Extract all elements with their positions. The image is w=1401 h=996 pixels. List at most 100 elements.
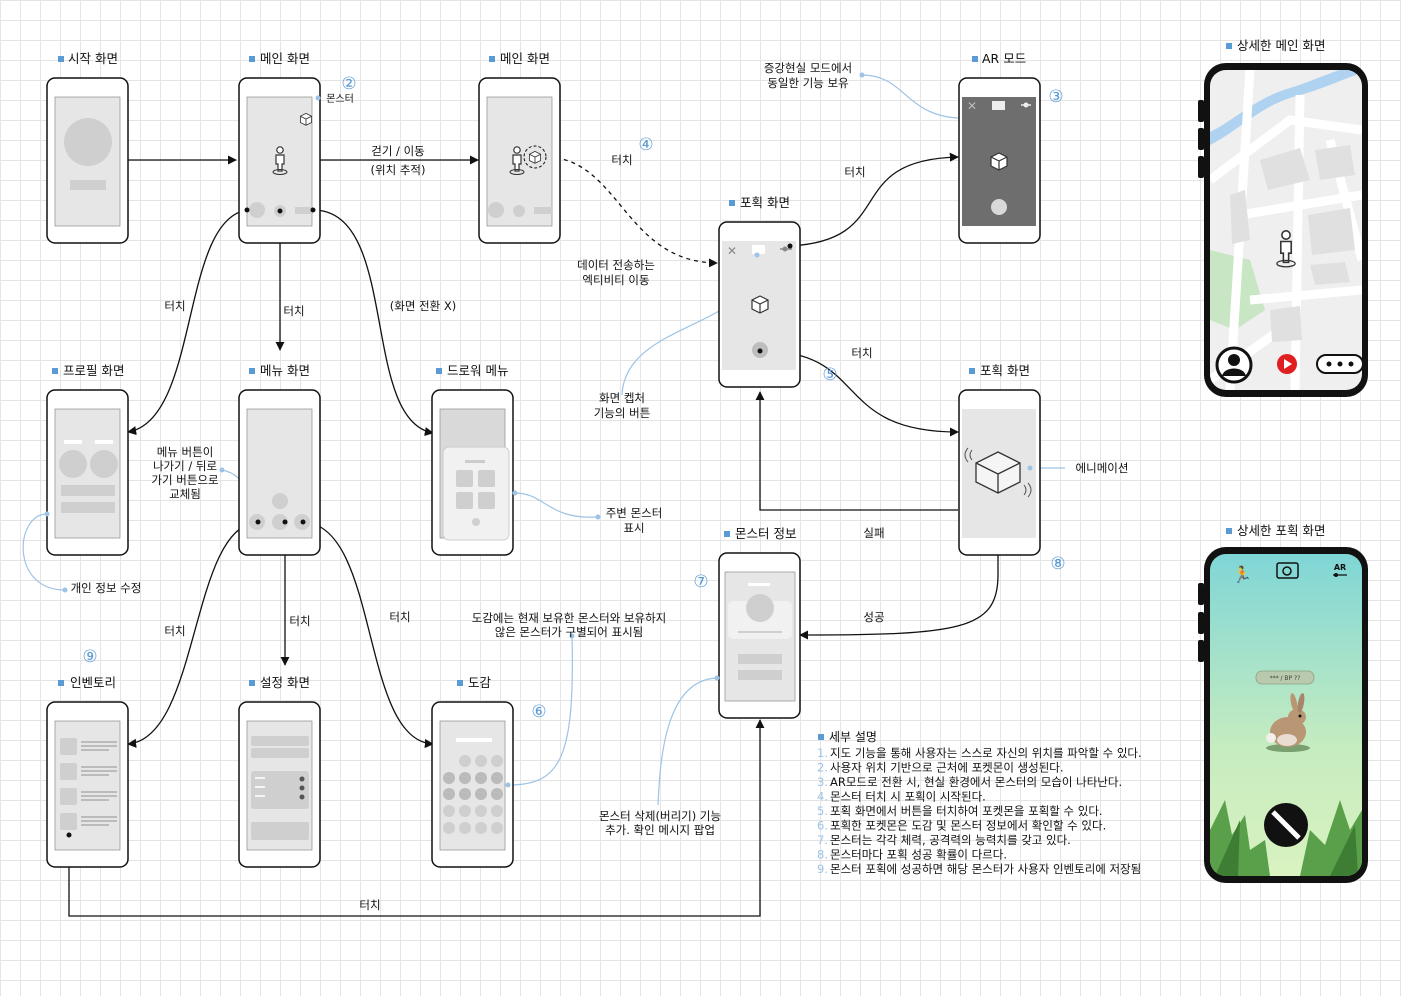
label-capture-btn-1: 화면 켑처 (599, 391, 645, 405)
label-delete-2: 추가. 확인 메시지 팝업 (605, 823, 715, 837)
label-ar-note-1: 증강현실 모드에서 (764, 61, 852, 75)
phone-ar-mode: ✕ (958, 77, 1041, 244)
phone-capture-screen: ✕ (718, 221, 801, 388)
phone-drawer-menu (431, 389, 514, 556)
phone-start-screen (46, 77, 129, 244)
monster-stat-badge (1255, 670, 1315, 685)
monster-cube-icon (751, 295, 769, 314)
description-number: 1. (817, 746, 828, 760)
connector-dots (66, 207, 793, 838)
phone-settings-screen (238, 701, 321, 868)
phone-main-screen-2 (478, 77, 561, 244)
phone-menu-screen (238, 389, 321, 556)
detail-capture-phone: 🏃 AR *** / BP ?? (1198, 547, 1368, 883)
description-block: 세부 설명 1.지도 기능을 통해 사용자는 스스로 자신의 위치를 파악할 수… (817, 730, 1142, 876)
title-main-screen: 메인 화면 (260, 51, 310, 66)
camera-icon (1276, 562, 1299, 579)
label-touch-2: 터치 (844, 165, 865, 179)
capture-view: 🏃 AR *** / BP ?? (1210, 554, 1362, 876)
label-touch-4: 터치 (283, 304, 304, 318)
label-dex-note-1: 도감에는 현재 보유한 몬스터와 보유하지 (472, 611, 666, 625)
phone-capture-screen-2 (958, 389, 1041, 556)
badge-5: ⑤ (822, 365, 837, 385)
description-number: 7. (817, 833, 828, 847)
phone-main-screen (238, 77, 321, 244)
badge-8: ⑧ (1050, 554, 1065, 574)
edge-labels: 몬스터 걷기 / 이동 (위치 추적) 터치 증강현실 모드에서 동일한 기능 … (71, 61, 1129, 912)
title-profile-screen: 프로필 화면 (63, 363, 124, 378)
label-screen-change: (화면 전환 X) (390, 299, 456, 313)
label-touch-7: 터치 (289, 614, 310, 628)
badge-3: ③ (1048, 87, 1063, 107)
label-data-transfer-2: 엑티비티 이동 (582, 273, 649, 287)
monster-bp-label: *** / BP ?? (1270, 675, 1301, 682)
label-menu-btn-4: 교체됨 (169, 487, 201, 501)
description-number: 3. (817, 775, 828, 789)
label-data-transfer-1: 데이터 전송하는 (577, 258, 655, 272)
description-title: 세부 설명 (829, 730, 877, 744)
label-walk: 걷기 / 이동 (371, 144, 425, 158)
title-capture-screen: 포획 화면 (740, 195, 790, 210)
map-view (1210, 70, 1362, 390)
rabbit-monster (1266, 693, 1306, 747)
description-number: 6. (817, 819, 828, 833)
phone-monster-info (718, 552, 801, 719)
title-main-screen-2: 메인 화면 (500, 51, 550, 66)
description-number: 2. (817, 761, 828, 775)
label-fail: 실패 (863, 526, 884, 540)
phone-profile-screen (46, 389, 129, 556)
label-touch-6: 터치 (164, 624, 185, 638)
label-touch-3: 터치 (164, 299, 185, 313)
close-icon: ✕ (967, 99, 977, 113)
description-number: 9. (817, 862, 828, 876)
label-monster: 몬스터 (326, 93, 354, 105)
label-success: 성공 (863, 610, 884, 624)
label-touch-5: 터치 (851, 346, 872, 360)
close-icon: ✕ (727, 244, 737, 258)
monster-cube-icon (299, 112, 313, 126)
title-menu-screen: 메뉴 화면 (260, 363, 310, 378)
phone-dex (431, 701, 514, 868)
description-item: 몬스터는 각각 체력, 공격력의 능력치를 갖고 있다. (830, 833, 1071, 847)
badge-4: ④ (638, 135, 653, 155)
label-ar-note-2: 동일한 기능 보유 (767, 76, 848, 90)
label-nearby-1: 주변 몬스터 (606, 506, 663, 520)
connectors (68, 152, 999, 917)
description-item: 몬스터마다 포획 성공 확률이 다르다. (830, 848, 1007, 862)
badge-7: ⑦ (693, 572, 708, 592)
description-item: 몬스터 터치 시 포획이 시작된다. (830, 790, 986, 804)
label-touch-1: 터치 (611, 153, 632, 167)
title-detail-capture: 상세한 포획 화면 (1237, 523, 1325, 538)
title-settings-screen: 설정 화면 (260, 675, 310, 690)
label-location-tracking: (위치 추적) (371, 163, 426, 177)
badge-6: ⑥ (531, 702, 546, 722)
detail-main-phone (1198, 63, 1368, 397)
run-icon: 🏃 (1232, 565, 1252, 584)
label-menu-btn-2: 나가기 / 뒤로 (153, 459, 217, 473)
title-start-screen: 시작 화면 (68, 51, 118, 66)
label-touch-8: 터치 (389, 610, 410, 624)
title-inventory: 인벤토리 (70, 675, 116, 690)
description-number: 8. (817, 848, 828, 862)
title-capture-screen-2: 포획 화면 (980, 363, 1030, 378)
label-menu-btn-3: 가기 버튼으로 (151, 473, 218, 487)
label-touch-9: 터치 (359, 898, 380, 912)
description-number: 4. (817, 790, 828, 804)
annotation-dots (44, 72, 1033, 788)
description-item: 사용자 위치 기반으로 근처에 포켓몬이 생성된다. (830, 761, 1064, 775)
monster-cube-icon (528, 150, 542, 164)
description-item: AR모드로 전환 시, 현실 환경에서 몬스터의 모습이 나타난다. (830, 775, 1122, 789)
title-dex: 도감 (468, 675, 492, 690)
label-nearby-2: 표시 (623, 521, 644, 535)
label-edit-profile: 개인 정보 수정 (71, 581, 142, 595)
badge-9: ⑨ (82, 647, 97, 667)
description-number: 5. (817, 804, 828, 818)
badge-2: ② (341, 74, 356, 94)
label-capture-btn-2: 기능의 버튼 (594, 406, 651, 420)
title-drawer-menu: 드로워 메뉴 (447, 363, 508, 378)
label-animation-2: 에니메이션 (1076, 461, 1129, 475)
label-delete-1: 몬스터 삭제(버리기) 기능 (599, 809, 721, 823)
number-badges: ② ④ ③ ① ⑤ ⑧ ⑦ ⑥ ⑨ (82, 74, 1273, 722)
description-item: 지도 기능을 통해 사용자는 스스로 자신의 위치를 파악할 수 있다. (830, 746, 1142, 760)
